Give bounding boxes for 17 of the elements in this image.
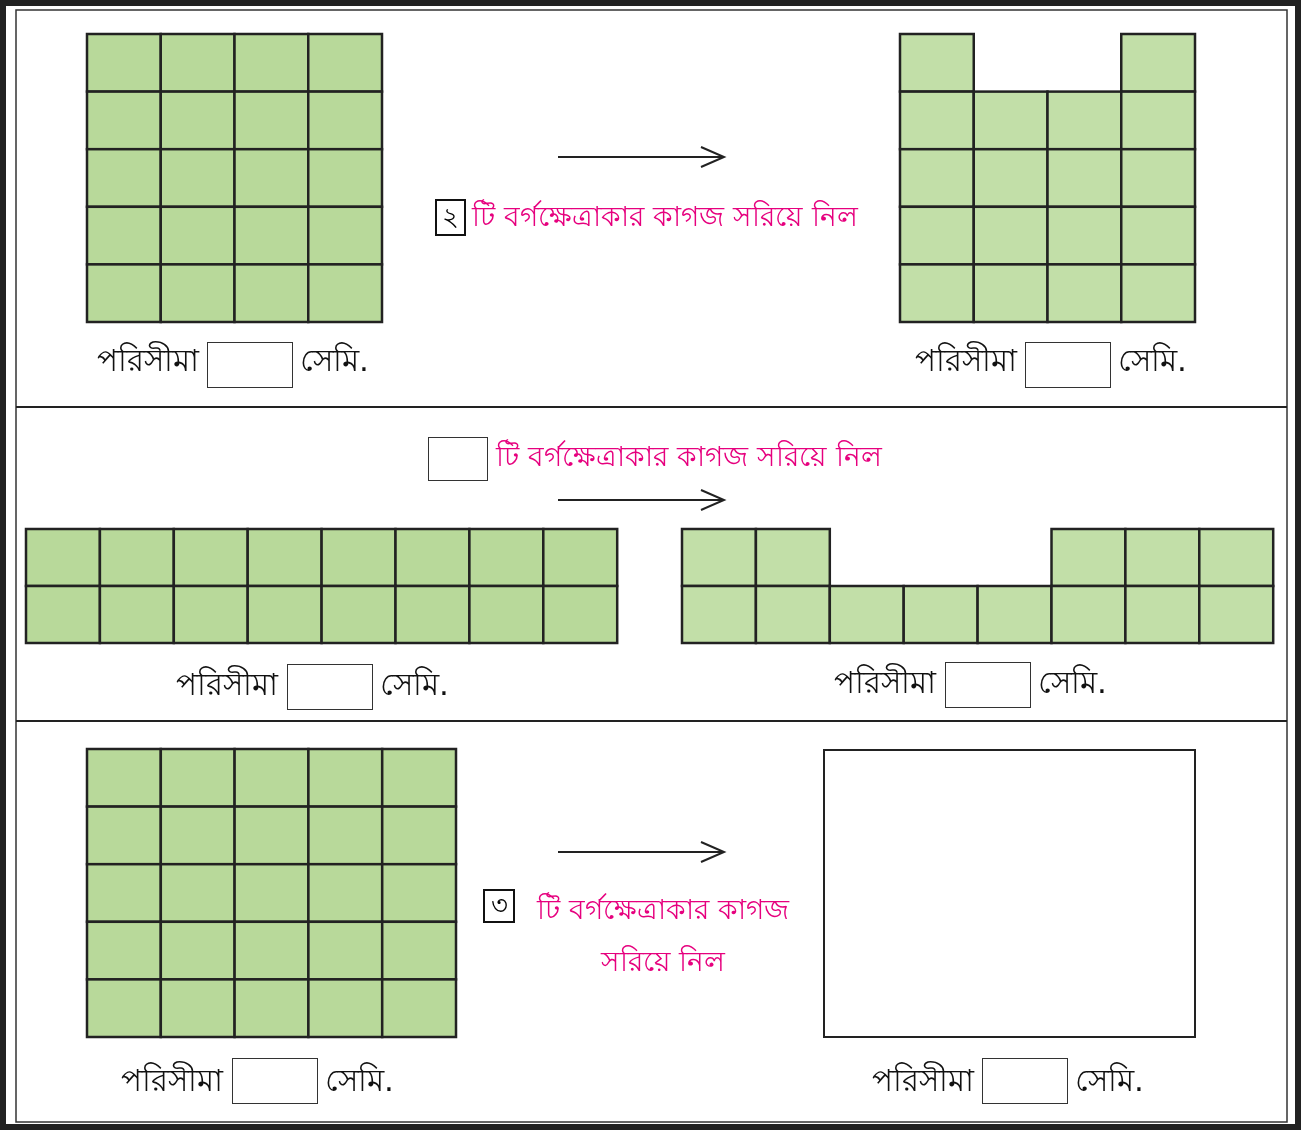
caption-text: পরিসীমা [834, 662, 936, 702]
unit-text: সেমি. [1118, 341, 1187, 380]
unit-text: সেমি. [1075, 1061, 1144, 1100]
caption-text: পরিসীমা [176, 664, 278, 704]
instruction-text: টি বর্গক্ষেত্রাকার কাগজ সরিয়ে নিল [496, 438, 882, 475]
unit-text: সেমি. [300, 341, 369, 380]
caption-text: পরিসীমা [872, 1060, 974, 1100]
instruction-text: টি বর্গক্ষেত্রাকার কাগজ সরিয়ে নিল [535, 891, 791, 980]
instruction-text: টি বর্গক্ষেত্রাকার কাগজ সরিয়ে নিল [472, 198, 858, 235]
unit-text: সেমি. [325, 1061, 394, 1100]
unit-text: সেমি. [1038, 663, 1107, 702]
caption-text: পরিসীমা [121, 1060, 223, 1100]
unit-text: সেমি. [380, 665, 449, 704]
caption-text: পরিসীমা [915, 340, 1017, 380]
answer-box: ২ [435, 199, 466, 236]
caption-text: পরিসীমা [97, 340, 199, 380]
answer-box: ৩ [483, 889, 515, 923]
